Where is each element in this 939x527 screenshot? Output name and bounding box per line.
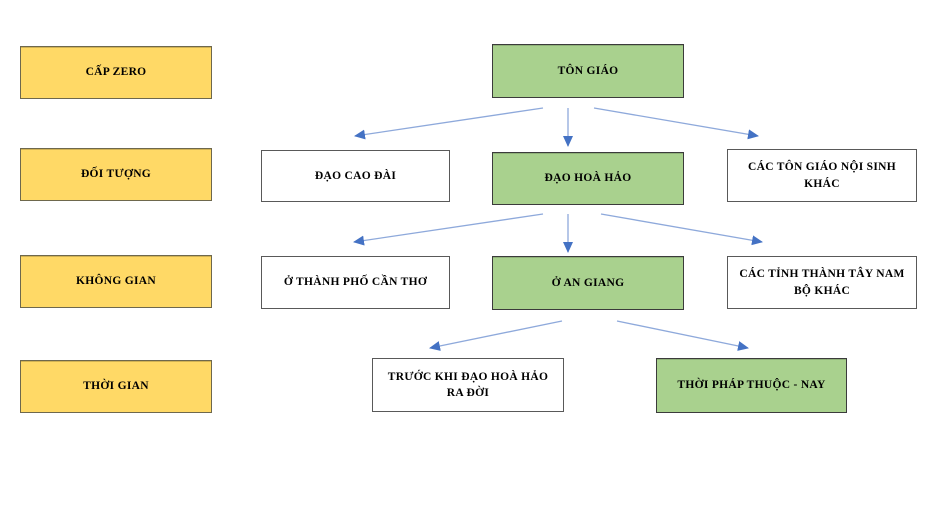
connector-arrow-dao-hoa-hao-to-cac-tinh-thanh-tay-nam-bo-khac (600, 213, 763, 246)
connector-arrow-o-an-giang-to-truoc-khi-dao-hoa-hao-ra-doi (429, 320, 563, 351)
connector-arrows (353, 107, 763, 351)
node-khong-gian: KHÔNG GIAN (20, 255, 212, 308)
connector-arrow-dao-hoa-hao-to-o-thanh-pho-can-tho (353, 213, 544, 246)
node-cap-zero: CẤP ZERO (20, 46, 212, 99)
node-ton-giao: TÔN GIÁO (492, 44, 684, 98)
node-doi-tuong: ĐỐI TƯỢNG (20, 148, 212, 201)
node-cac-ton-giao-noi-sinh-khac: CÁC TÔN GIÁO NỘI SINH KHÁC (727, 149, 917, 202)
node-dao-hoa-hao: ĐẠO HOÀ HẢO (492, 152, 684, 205)
node-o-an-giang: Ở AN GIANG (492, 256, 684, 310)
node-cac-tinh-thanh-tay-nam-bo-khac: CÁC TỈNH THÀNH TÂY NAM BỘ KHÁC (727, 256, 917, 309)
connector-arrow-ton-giao-to-dao-cao-dai (354, 107, 544, 140)
connector-arrow-ton-giao-to-cac-ton-giao-noi-sinh-khac (593, 107, 759, 140)
node-dao-cao-dai: ĐẠO CAO ĐÀI (261, 150, 450, 202)
node-thoi-gian: THỜI GIAN (20, 360, 212, 413)
node-o-thanh-pho-can-tho: Ở THÀNH PHỐ CẦN THƠ (261, 256, 450, 309)
connector-arrow-o-an-giang-to-thoi-phap-thuoc-nay (616, 320, 749, 351)
node-thoi-phap-thuoc-nay: THỜI PHÁP THUỘC - NAY (656, 358, 847, 413)
node-truoc-khi-dao-hoa-hao-ra-doi: TRƯỚC KHI ĐẠO HOÀ HẢO RA ĐỜI (372, 358, 564, 412)
